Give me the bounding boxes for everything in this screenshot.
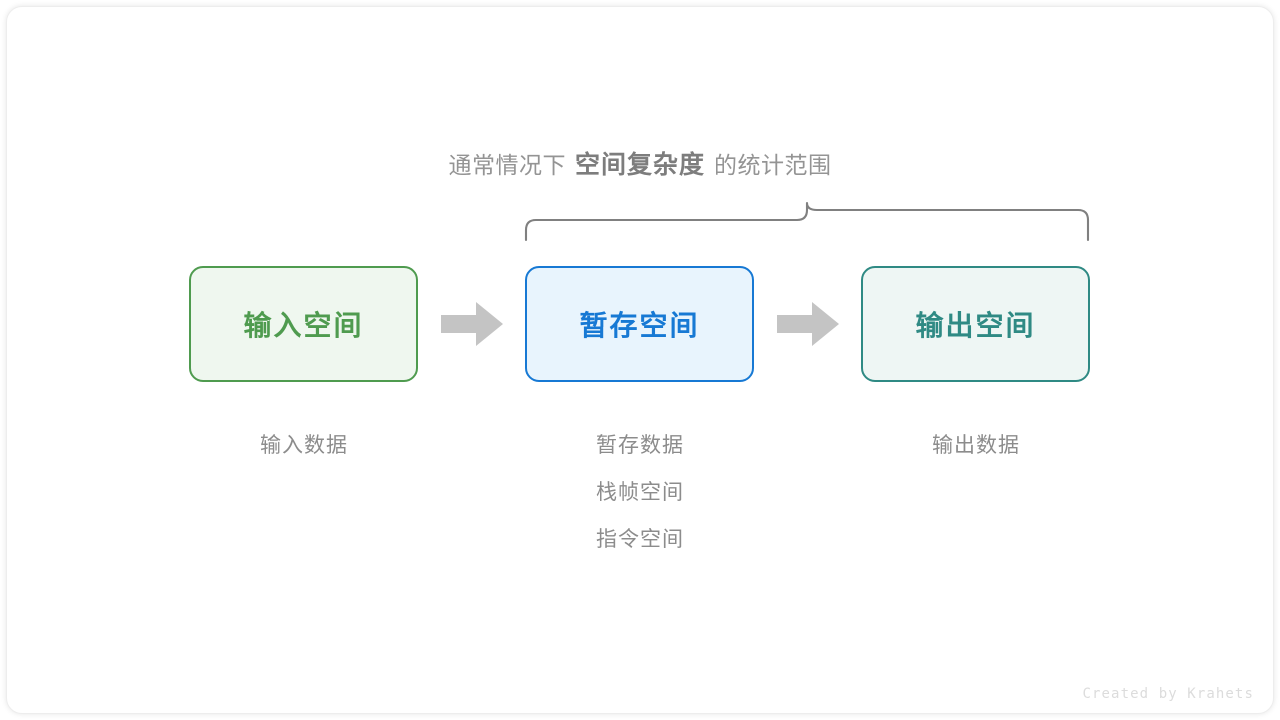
label-item: 指令空间: [596, 528, 684, 551]
box-temp-space[interactable]: 暂存空间: [525, 266, 754, 382]
label-item: 暂存数据: [596, 434, 684, 457]
scope-brace: [510, 192, 1110, 252]
label-item: 输入数据: [260, 434, 348, 457]
arrow-input-to-temp: [441, 302, 503, 346]
box-output-space[interactable]: 输出空间: [861, 266, 1090, 382]
box-output-space-title: 输出空间: [915, 310, 1036, 341]
box-input-space[interactable]: 输入空间: [189, 266, 418, 382]
scope-caption: 通常情况下空间复杂度的统计范围: [0, 148, 1280, 182]
box-input-space-title: 输入空间: [243, 310, 364, 341]
right-arrow-icon: [441, 302, 503, 346]
caption-prefix: 通常情况下: [448, 152, 566, 178]
caption-emphasis: 空间复杂度: [574, 151, 705, 179]
box-temp-space-title: 暂存空间: [579, 310, 700, 341]
arrow-temp-to-output: [777, 302, 839, 346]
labels-input-space: 输入数据: [154, 422, 454, 469]
right-arrow-icon: [777, 302, 839, 346]
labels-output-space: 输出数据: [826, 422, 1126, 469]
watermark-credit: Created by Krahets: [1082, 686, 1254, 702]
curly-brace-icon: [524, 201, 1090, 242]
caption-suffix: 的统计范围: [714, 152, 832, 178]
labels-temp-space: 暂存数据 栈帧空间 指令空间: [490, 422, 790, 563]
label-item: 输出数据: [932, 434, 1020, 457]
label-item: 栈帧空间: [596, 481, 684, 504]
